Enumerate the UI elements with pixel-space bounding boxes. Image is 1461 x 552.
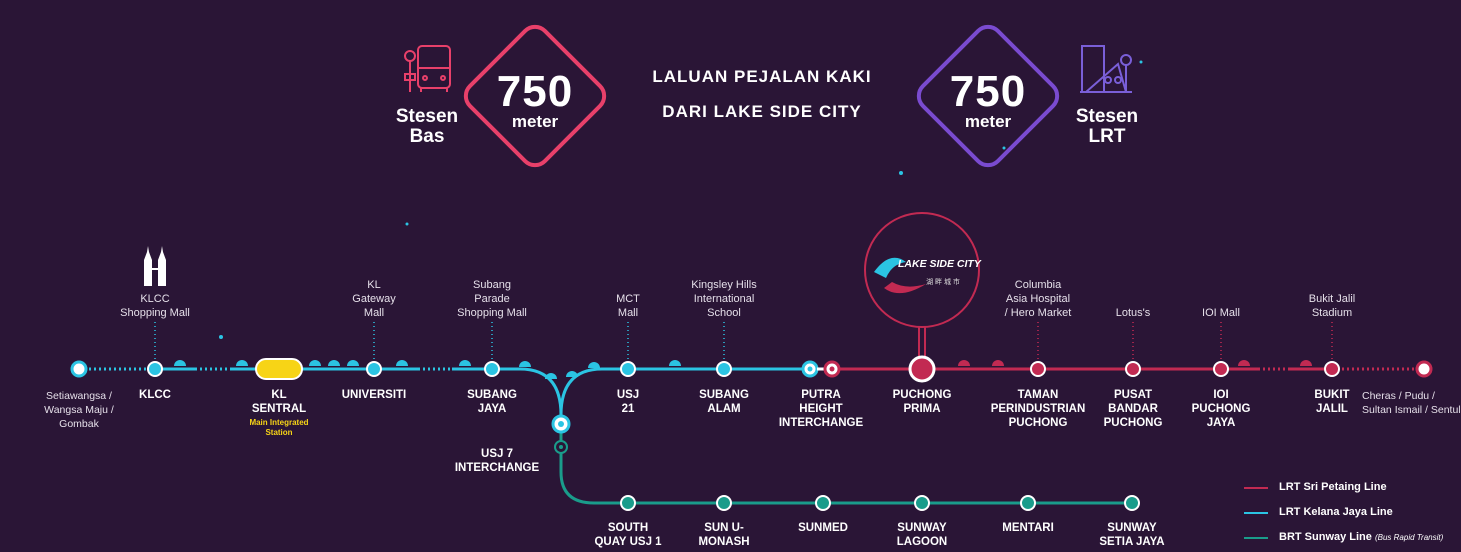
- landmark-mct-mall: MCT Mall: [616, 293, 640, 319]
- lake-side-city-logo: LAKE SIDE CITY: [898, 258, 981, 270]
- landmark-connectors: [154, 322, 1333, 360]
- landmark-ioi-mall: IOI Mall: [1202, 307, 1240, 319]
- label-subang-jaya: SUBANG JAYA: [467, 389, 517, 415]
- station-sunway-lagoon: [914, 495, 930, 511]
- label-putra-heights: PUTRA HEIGHT INTERCHANGE: [778, 389, 864, 429]
- station-bukit-jalil: [1324, 361, 1340, 377]
- landmark-kingsley: Kingsley Hills International School: [691, 279, 757, 319]
- legend-kelana-jaya: LRT Kelana Jaya Line: [1279, 506, 1393, 518]
- label-setiawangsa: Setiawangsa / Wangsa Maju / Gombak: [44, 390, 114, 430]
- landmark-subang-parade: Subang Parade Shopping Mall: [457, 279, 527, 319]
- petronas-towers-icon: [144, 246, 166, 286]
- legend-sunway-label: BRT Sunway Line: [1279, 531, 1372, 543]
- decorative-dots: [219, 60, 1143, 339]
- right-distance-diamond: [916, 24, 1060, 168]
- station-kl-sentral: [255, 358, 303, 380]
- label-universiti: UNIVERSITI: [341, 389, 407, 401]
- header-line-2: DARI LAKE SIDE CITY: [662, 102, 862, 121]
- station-usj21: [620, 361, 636, 377]
- landmark-columbia: Columbia Asia Hospital / Hero Market: [1004, 279, 1072, 319]
- sunway-brt-line: [559, 424, 1132, 505]
- label-bukit-jalil: BUKIT JALIL: [1314, 389, 1350, 415]
- right-distance-value: 750: [949, 67, 1027, 116]
- station-mentari: [1020, 495, 1036, 511]
- lake-side-city-logo-sub: 湖 畔 城 市: [926, 279, 960, 286]
- lake-side-city-marker: [864, 212, 980, 356]
- label-sunmed: SUNMED: [798, 522, 848, 534]
- station-klcc: [147, 361, 163, 377]
- label-sun-u: SUN U- MONASH: [698, 522, 750, 548]
- station-setiawangsa: [70, 360, 88, 378]
- label-ioi-puchong: IOI PUCHONG JAYA: [1191, 389, 1251, 429]
- label-puchong-prima: PUCHONG PRIMA: [892, 389, 952, 415]
- station-subang-jaya: [484, 361, 500, 377]
- legend-sri-petaling: LRT Sri Petaing Line: [1279, 481, 1387, 493]
- station-taman-perindustrian: [1030, 361, 1046, 377]
- station-sunmed: [815, 495, 831, 511]
- station-cheras: [1415, 360, 1433, 378]
- left-distance-unit: meter: [511, 112, 559, 131]
- station-sun-u: [716, 495, 732, 511]
- landmark-klcc-mall: KLCC Shopping Mall: [120, 293, 190, 319]
- label-sunway-setia: SUNWAY SETIA JAYA: [1099, 522, 1165, 548]
- label-klcc: KLCC: [139, 389, 171, 401]
- label-kl-sentral-note: Main Integrated Station: [249, 418, 309, 437]
- label-pusat-bandar: PUSAT BANDAR PUCHONG: [1103, 389, 1163, 429]
- label-taman-perindustrian: TAMAN PERINDUSTRIAN PUCHONG: [990, 389, 1086, 429]
- lrt-station-icon: [1080, 45, 1132, 93]
- left-distance-diamond: [463, 24, 607, 168]
- label-south-quay: SOUTH QUAY USJ 1: [594, 522, 662, 548]
- label-usj7: USJ 7 INTERCHANGE: [454, 448, 540, 474]
- left-distance-value: 750: [496, 67, 574, 116]
- station-subang-alam: [716, 361, 732, 377]
- station-pusat-bandar: [1125, 361, 1141, 377]
- right-distance-unit: meter: [964, 112, 1012, 131]
- legend-sunway: BRT Sunway Line (Bus Rapid Transit): [1279, 531, 1461, 543]
- label-kl-sentral: KL SENTRAL: [251, 389, 307, 415]
- label-usj21: USJ 21: [616, 389, 640, 415]
- station-ioi-puchong: [1213, 361, 1229, 377]
- landmark-kl-gateway: KL Gateway Mall: [352, 279, 396, 319]
- lrt-station-label: Stesen LRT: [1075, 106, 1139, 147]
- legend-sunway-note: (Bus Rapid Transit): [1374, 533, 1444, 542]
- station-universiti: [366, 361, 382, 377]
- station-markers: [70, 355, 1433, 511]
- line-bump-markers: [174, 360, 1312, 379]
- landmark-bukit-jalil-stadium: Bukit Jalil Stadium: [1308, 293, 1356, 319]
- bus-station-label: Stesen Bas: [395, 106, 459, 147]
- landmark-lotus: Lotus's: [1115, 307, 1151, 319]
- label-cheras: Cheras / Pudu / Sultan Ismail / Sentul: [1362, 390, 1461, 416]
- label-mentari: MENTARI: [1002, 522, 1054, 534]
- label-subang-alam: SUBANG ALAM: [699, 389, 749, 415]
- station-puchong-prima: [908, 355, 936, 383]
- station-sunway-setia: [1124, 495, 1140, 511]
- bus-stop-icon: [404, 45, 451, 92]
- label-sunway-lagoon: SUNWAY LAGOON: [896, 522, 948, 548]
- station-south-quay: [620, 495, 636, 511]
- header-line-1: LALUAN PEJALAN KAKI: [652, 67, 872, 86]
